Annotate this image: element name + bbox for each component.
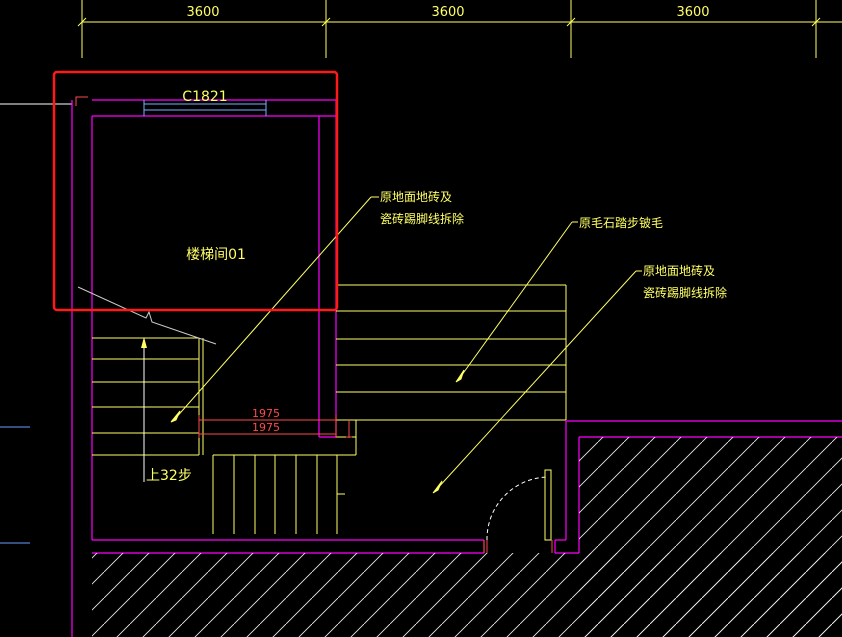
window-c1821: [143, 100, 267, 116]
dimension-label-2: 3600: [431, 5, 464, 20]
hatch-right: [579, 437, 842, 637]
leader-note-3: [432, 270, 642, 494]
window-tag: C1821: [182, 89, 227, 105]
stair-direction-label: 上32步: [146, 468, 192, 484]
stair-treads-left: [92, 337, 204, 456]
stair-direction-arrow: [141, 337, 147, 482]
room-name: 楼梯间01: [186, 247, 246, 263]
stair-treads-right: [336, 284, 567, 421]
stair-break-line: [77, 286, 217, 345]
dimension-label-3: 3600: [676, 5, 709, 20]
dimension-label-1: 3600: [186, 5, 219, 20]
leader-note-2: [455, 221, 578, 383]
top-dimension-chain: [77, 0, 842, 58]
note-1-line1: 原地面地砖及: [380, 189, 452, 204]
stair-width-label-a: 1975: [252, 407, 280, 420]
note-3-line1: 原地面地砖及: [643, 263, 715, 278]
door-swing: [486, 469, 552, 541]
highlight-box: [52, 70, 339, 312]
left-axis-ticks: [0, 103, 30, 544]
note-1-line2: 瓷砖踢脚线拆除: [380, 211, 464, 226]
note-2: 原毛石踏步铍毛: [579, 216, 663, 230]
stair-width-dimension: [198, 415, 352, 438]
wall-end-marks: [75, 96, 553, 553]
stair-width-label-b: 1975: [252, 421, 280, 434]
stair-treads-bottom: [212, 420, 357, 534]
note-3-line2: 瓷砖踢脚线拆除: [643, 285, 727, 300]
